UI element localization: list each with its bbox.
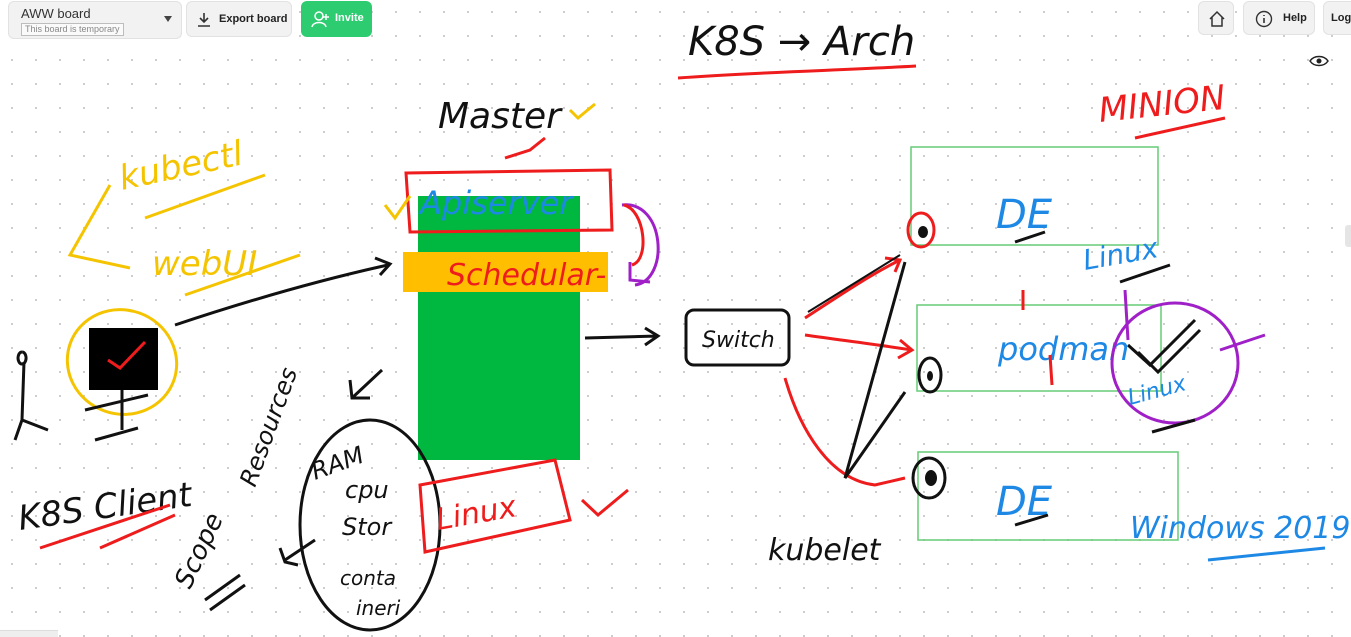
node-box-1	[910, 146, 1159, 246]
help-label: Help	[1283, 12, 1307, 24]
windows-label: Windows 2019	[1130, 511, 1350, 546]
node2-podman-label: podman	[997, 330, 1129, 368]
apiserver-label: Apiserver	[418, 184, 574, 222]
node-eye-1	[906, 211, 936, 249]
export-board-label: Export board	[219, 13, 288, 25]
resources-label: Resources	[234, 364, 303, 490]
add-user-icon	[311, 11, 329, 28]
node2-underline	[1151, 418, 1196, 434]
home-button[interactable]	[1198, 1, 1234, 35]
help-button[interactable]: Help	[1243, 1, 1315, 35]
loop-arrow-red	[623, 203, 645, 267]
switch-line-black	[807, 254, 901, 313]
kubelet-label: kubelet	[768, 533, 882, 568]
node-box-3	[917, 451, 1179, 541]
scheduler-label: Schedular-	[447, 258, 606, 293]
containers-label-1: conta	[340, 566, 396, 590]
monitor-stand	[84, 390, 149, 442]
page-tab[interactable]	[0, 630, 58, 637]
master-yellow-check	[568, 102, 596, 121]
switch-to-node3-arrow	[783, 377, 906, 487]
side-panel-handle[interactable]	[1345, 225, 1351, 247]
node-box-2	[916, 304, 1162, 392]
chevron-down-icon	[164, 16, 172, 22]
apiserver-check	[383, 195, 412, 221]
linux-master-label: Linux	[433, 489, 519, 538]
invite-button[interactable]: Invite	[301, 1, 372, 37]
scope-underline	[204, 573, 246, 612]
switch-to-node1-arrow	[804, 256, 903, 320]
node-eye-3	[911, 456, 947, 500]
scheduler-bar	[403, 252, 608, 292]
windows-underline	[1207, 546, 1326, 562]
resources-group: Resources RAM cpu Stor conta ineri	[234, 364, 442, 632]
clients-group: kubectl webUI	[67, 134, 301, 297]
export-board-button[interactable]: Export board	[186, 1, 292, 37]
download-icon	[198, 13, 210, 27]
switch-box	[684, 308, 791, 367]
master-group: Master	[438, 96, 596, 160]
node2-linux-label: Linux	[1125, 371, 1190, 411]
scope-label: Scope	[169, 508, 230, 592]
minion-underline	[1134, 116, 1226, 140]
login-button[interactable]: Log	[1323, 1, 1351, 35]
board-title: K8S → Arch	[688, 19, 915, 65]
k8s-client-underline	[39, 503, 176, 550]
node3-de-label: DE	[996, 479, 1053, 525]
master-label: Master	[438, 96, 563, 137]
login-label: Log	[1331, 12, 1351, 24]
client-monitor	[65, 308, 179, 442]
linux-master-check	[580, 488, 629, 518]
containers-label-2: ineri	[356, 596, 401, 620]
stor-label: Stor	[342, 513, 393, 541]
node3-underline	[1014, 513, 1049, 527]
switch-label: Switch	[702, 328, 775, 353]
node1-de-label: DE	[996, 192, 1053, 238]
node2-purple-top	[1123, 289, 1130, 341]
kubectl-underline	[144, 173, 266, 220]
client-bracket	[67, 184, 131, 270]
title-group: K8S → Arch	[677, 19, 917, 80]
board-temporary-badge: This board is temporary	[21, 23, 124, 36]
monitor-circle	[65, 308, 179, 416]
user-figure	[13, 350, 49, 441]
resources-circle	[298, 418, 442, 632]
apiserver-box	[404, 168, 614, 234]
master-to-switch-arrow	[584, 326, 661, 347]
apiserver-group: Apiserver	[383, 168, 614, 234]
resources-to-scope-arrow	[278, 538, 316, 567]
loop-arrow	[621, 203, 660, 287]
master-node-block	[418, 196, 580, 460]
webui-underline	[184, 253, 301, 297]
board-title-dropdown[interactable]: AWW board This board is temporary	[8, 1, 182, 39]
node-eye-2	[917, 356, 943, 394]
master-check	[504, 136, 546, 160]
webui-label: webUI	[152, 244, 257, 284]
client-to-master-arrow	[174, 256, 393, 327]
master-to-resources-arrow	[348, 368, 384, 400]
switch-to-node2-arrow	[804, 333, 915, 360]
eye-icon[interactable]	[1309, 54, 1329, 68]
kubelet-lines	[843, 261, 907, 479]
node2-check	[1126, 318, 1202, 375]
node1-linux-underline	[1119, 263, 1171, 284]
board-name-label: AWW board	[21, 6, 91, 21]
monitor-screen	[89, 328, 158, 390]
node1-linux-label: Linux	[1080, 231, 1160, 277]
home-icon	[1209, 10, 1225, 27]
node2-marks	[1021, 290, 1054, 386]
invite-label: Invite	[335, 12, 364, 24]
node1-underline	[1014, 230, 1046, 244]
node2-purple-tail	[1219, 333, 1266, 352]
title-underline	[677, 64, 917, 80]
monitor-check	[107, 340, 147, 370]
cpu-label: cpu	[345, 476, 389, 504]
info-icon	[1255, 10, 1273, 28]
node2-purple-circle	[1110, 301, 1240, 425]
linux-master-box	[418, 458, 572, 554]
